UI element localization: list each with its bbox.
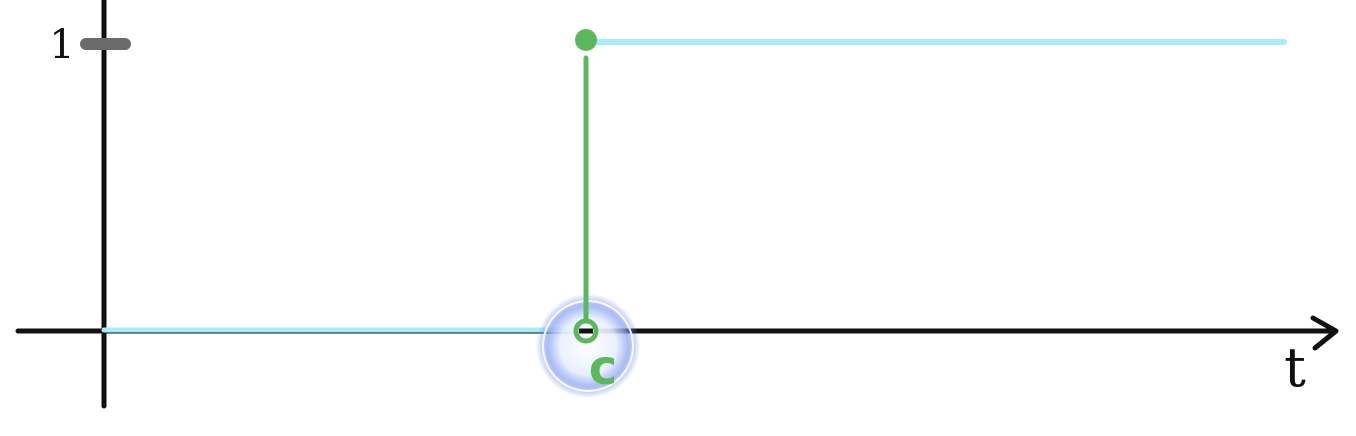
y-tick-label: 1 [49, 22, 74, 68]
x-axis-label: t [1284, 336, 1306, 399]
step-highlight-glow [536, 294, 640, 398]
x-axis-arrowhead [1310, 315, 1339, 351]
step-top-dot [575, 29, 597, 51]
axes [15, 0, 1339, 409]
step-point-label: c [589, 340, 617, 396]
